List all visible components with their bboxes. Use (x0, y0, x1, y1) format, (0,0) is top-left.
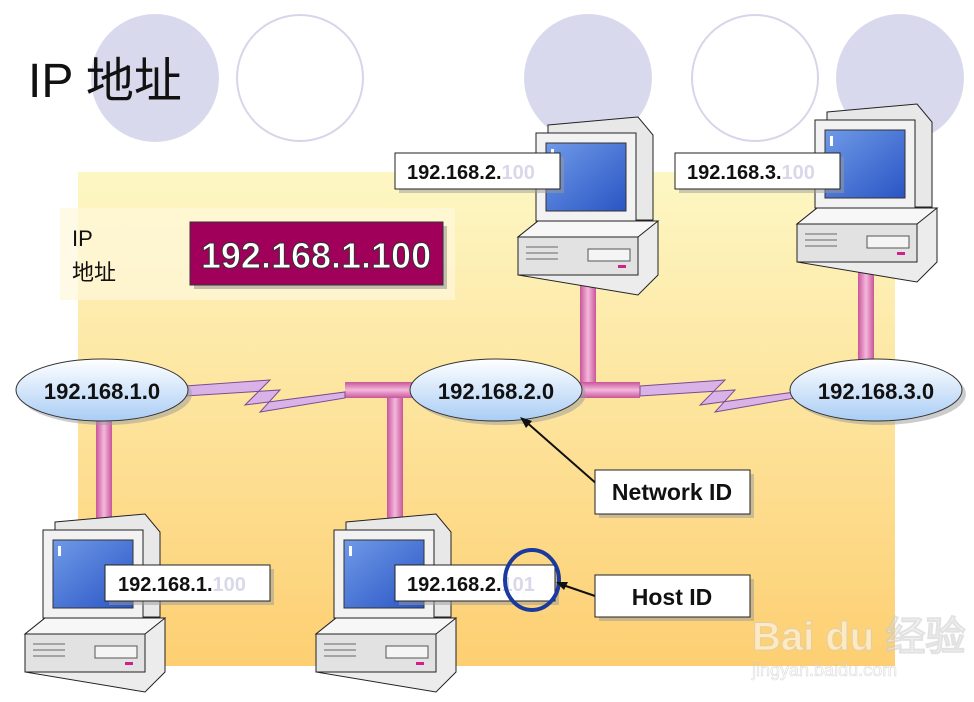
decorative-circle (691, 14, 819, 142)
network-node-2: 192.168.2.0 (409, 358, 586, 425)
ip-address-box (189, 221, 444, 286)
network-id-callout: Network ID (594, 469, 754, 518)
svg-text:192.168.3.0: 192.168.3.0 (818, 379, 934, 404)
host-label: 192.168.2.100 (394, 152, 564, 193)
network-links (96, 262, 874, 525)
ip-label-line1: IP (72, 226, 93, 251)
arrow-icon (556, 582, 568, 590)
svg-text:Bai du 经验: Bai du 经验 (752, 615, 965, 659)
svg-text:192.168.2.101: 192.168.2.101 (407, 574, 535, 596)
ip-address: 192.168.1.100 (201, 235, 431, 276)
svg-text:Network ID: Network ID (612, 479, 732, 505)
svg-text:192.168.3.100: 192.168.3.100 (687, 162, 815, 184)
decorative-circle (236, 14, 364, 142)
network-node-1: 192.168.1.0 (15, 358, 192, 425)
svg-text:jingyan.baidu.com: jingyan.baidu.com (751, 660, 897, 680)
svg-text:192.168.1.0: 192.168.1.0 (44, 379, 160, 404)
svg-text:Host ID: Host ID (632, 584, 713, 610)
decorative-circle (524, 14, 652, 142)
arrow-icon (520, 417, 532, 428)
svg-text:192.168.2.0: 192.168.2.0 (438, 379, 554, 404)
svg-text:192.168.2.100: 192.168.2.100 (407, 162, 535, 184)
decorative-circle (91, 14, 219, 142)
host-label: 192.168.2.101 (394, 564, 559, 605)
host-label: 192.168.3.100 (674, 152, 844, 193)
ip-label-line2: 地址 (72, 260, 116, 285)
slide-title: IP 地址 (28, 55, 182, 108)
baidu-watermark-logo: Bai du 经验 jingyan.baidu.com (751, 615, 966, 681)
computer-icon (517, 116, 659, 296)
host-id-callout: Host ID (594, 574, 754, 621)
host-label: 192.168.1.100 (104, 564, 274, 605)
network-node-3: 192.168.3.0 (789, 358, 966, 425)
host-id-highlight-circle (503, 548, 561, 612)
wan-link-icon (184, 379, 346, 413)
svg-text:192.168.1.100: 192.168.1.100 (118, 574, 246, 596)
